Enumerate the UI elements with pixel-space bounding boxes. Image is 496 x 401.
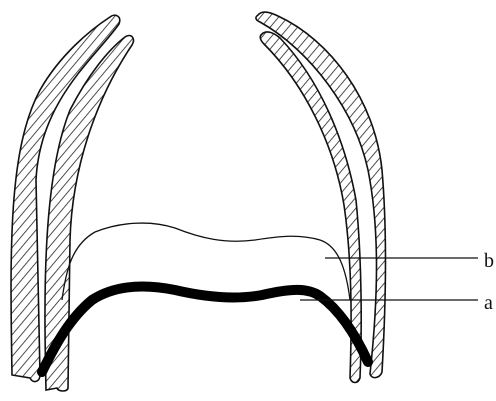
band-a (42, 287, 368, 372)
label-a: a (484, 292, 493, 314)
right-outer-wall (256, 12, 386, 378)
label-b: b (484, 250, 494, 272)
